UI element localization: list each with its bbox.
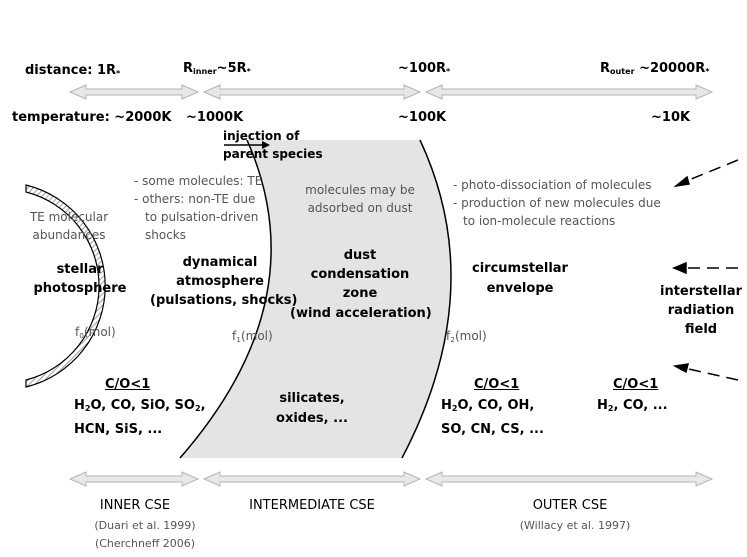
temperature-10k: ~10K [651, 110, 691, 125]
dust-title-line2: condensation [310, 267, 410, 282]
outer-note3: to ion-molecule reactions [463, 214, 616, 228]
radiation-arrows [672, 159, 739, 381]
region-arrow-inner [68, 471, 200, 487]
temperature-label: temperature: ~2000K [12, 110, 172, 125]
dust-note-line2: adsorbed on dust [307, 201, 413, 215]
dust-title-line1: dust [343, 248, 377, 263]
photosphere-title-line1: stellar [56, 262, 104, 277]
outer-note1: - photo-dissociation of molecules [453, 178, 652, 192]
ref-inner-1: (Duari et al. 1999) [94, 519, 196, 532]
photosphere-title-line2: photosphere [33, 281, 127, 296]
dynamical-note1: - some molecules: TE [134, 174, 263, 188]
dust-title-line4: (wind acceleration) [290, 306, 432, 321]
distance-mid: ~100R* [398, 61, 451, 76]
distance-arrow-2 [202, 84, 422, 100]
ism-molecules: H2, CO, ... [597, 398, 668, 413]
dust-zone-inner-boundary [179, 139, 272, 459]
dust-title-line3: zone [342, 286, 378, 301]
distance-r-inner: Rinner~5R* [183, 61, 251, 76]
distance-label: distance: 1R* [25, 63, 121, 78]
dust-note-line1: molecules may be [305, 183, 415, 197]
distance-r-outer: Router ~20000R* [600, 61, 710, 76]
injection-arrow [224, 141, 270, 149]
outer-co-ratio: C/O<1 [474, 377, 520, 392]
region-arrow-intermediate [202, 471, 422, 487]
injection-line2: parent species [223, 147, 323, 161]
injection-line1: injection of [223, 129, 300, 143]
dynamical-title-line2: atmosphere [176, 274, 264, 289]
temperature-1000k: ~1000K [186, 110, 244, 125]
ref-inner-2: (Cherchneff 2006) [94, 537, 196, 550]
distance-arrows [68, 84, 714, 100]
dynamical-note4: shocks [145, 228, 186, 242]
region-arrows [68, 471, 714, 487]
inner-molecules-line2: HCN, SiS, ... [74, 422, 163, 437]
region-intermediate-label: INTERMEDIATE CSE [249, 498, 375, 513]
distance-arrow-3 [424, 84, 714, 100]
region-outer-label: OUTER CSE [532, 498, 608, 513]
envelope-title-line2: envelope [486, 281, 554, 296]
dust-zone [180, 140, 452, 458]
te-abundances-line2: abundances [32, 228, 106, 242]
f0-label: f0(mol) [75, 325, 116, 340]
radiation-title-line2: radiation [667, 303, 735, 318]
distance-arrow-1 [68, 84, 200, 100]
photosphere-arc [25, 184, 106, 388]
envelope-title-line1: circumstellar [472, 261, 568, 276]
outer-note2: - production of new molecules due [453, 196, 661, 210]
radiation-title-line1: interstellar [659, 284, 743, 299]
inner-molecules-line1: H2O, CO, SiO, SO2, [74, 398, 206, 413]
dynamical-note2: - others: non-TE due [134, 192, 256, 206]
inner-co-ratio: C/O<1 [105, 377, 151, 392]
outer-molecules-line2: SO, CN, CS, ... [441, 422, 544, 437]
outer-molecules-line1: H2O, CO, OH, [441, 398, 535, 413]
radiation-title-line3: field [684, 322, 718, 337]
dynamical-title-line3: (pulsations, shocks) [150, 293, 298, 308]
region-arrow-outer [424, 471, 714, 487]
f2-label: f2(mol) [446, 329, 487, 344]
dynamical-title-line1: dynamical [182, 255, 258, 270]
te-abundances-line1: TE molecular [29, 210, 109, 224]
ref-outer: (Willacy et al. 1997) [519, 519, 631, 532]
dust-molecules-line2: oxides, ... [276, 411, 348, 426]
dust-zone-outer-boundary [401, 139, 452, 459]
region-inner-label: INNER CSE [99, 498, 171, 513]
dust-molecules-line1: silicates, [279, 391, 345, 406]
temperature-100k: ~100K [398, 110, 447, 125]
ism-co-ratio: C/O<1 [613, 377, 659, 392]
dynamical-note3: to pulsation-driven [145, 210, 259, 224]
f1-label: f1(mol) [232, 329, 273, 344]
